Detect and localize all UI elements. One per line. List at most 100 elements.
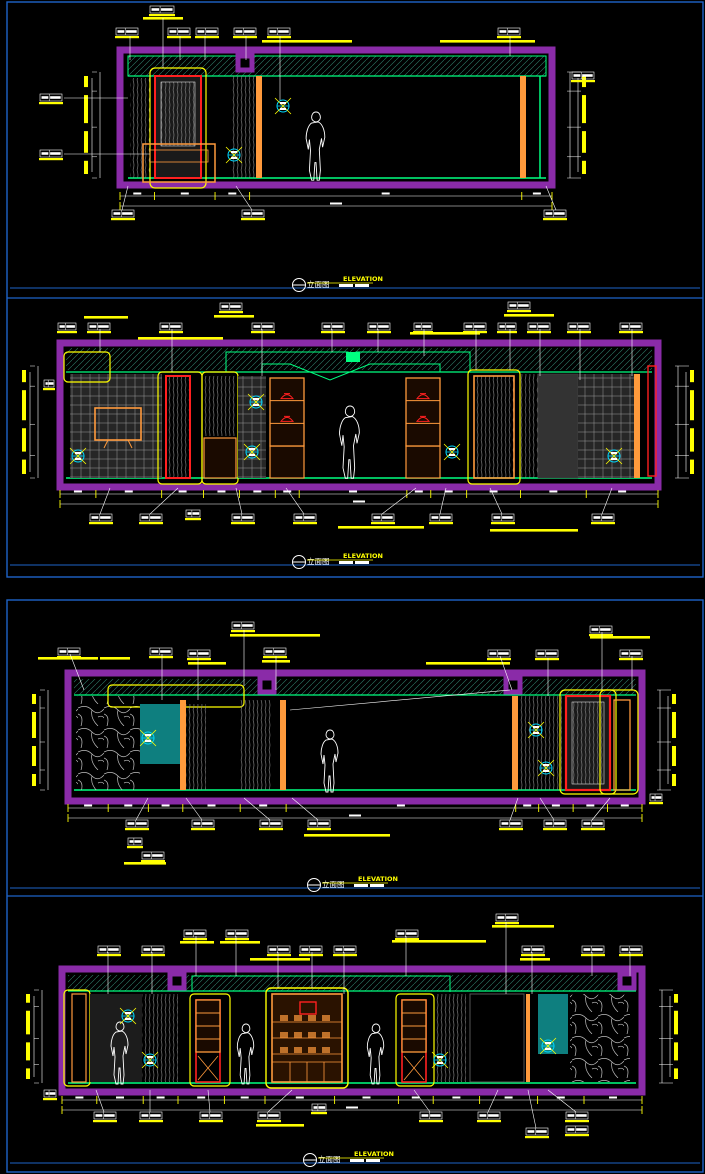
material-tag-box xyxy=(567,322,591,331)
material-tag xyxy=(565,1125,589,1137)
stone-panel xyxy=(537,373,579,479)
material-tag-underline xyxy=(419,1120,443,1123)
callout-sheet xyxy=(147,1061,153,1064)
material-tag-code xyxy=(129,840,134,843)
scale-figure-outline xyxy=(320,729,339,793)
material-tag-underline xyxy=(195,36,219,39)
material-tag-box xyxy=(231,513,255,522)
material-tag-num xyxy=(134,840,142,843)
material-tag-code xyxy=(143,948,151,951)
material-tag xyxy=(571,71,595,83)
annotation-text-bar xyxy=(188,662,226,665)
material-tag-underline xyxy=(111,218,135,221)
material-tag-code xyxy=(141,516,149,519)
material-tag-box xyxy=(307,819,331,828)
console-drawer xyxy=(149,149,209,163)
annotation-text-bar xyxy=(410,332,480,335)
detail-boundary xyxy=(395,993,435,1087)
detail-boundary xyxy=(265,987,349,1089)
material-tag-code xyxy=(253,325,261,328)
callout-sheet xyxy=(125,1017,131,1020)
material-tag-code xyxy=(269,30,277,33)
material-tag-box xyxy=(571,71,595,80)
scale-bar-b xyxy=(366,1159,380,1162)
dim-value xyxy=(84,76,88,88)
material-tag xyxy=(183,929,207,941)
material-tag-box xyxy=(497,27,521,36)
callout-sheet xyxy=(231,156,237,159)
material-tag-num xyxy=(198,652,209,655)
scale-bar-a xyxy=(339,284,353,287)
material-tag-box xyxy=(39,149,63,158)
dim-value xyxy=(551,804,560,807)
wood-panel xyxy=(520,374,538,478)
callout-id xyxy=(437,1056,443,1059)
shelf-ornament xyxy=(415,415,431,422)
callout-arrows xyxy=(431,1051,449,1069)
dim-value xyxy=(672,746,676,766)
material-tag-code xyxy=(493,516,501,519)
section-callout xyxy=(431,1051,449,1069)
dim-value xyxy=(672,712,676,738)
dim-value xyxy=(620,804,629,807)
scale-figure xyxy=(305,111,326,181)
display-shelf xyxy=(405,377,441,447)
material-tag-num xyxy=(152,854,163,857)
material-tag xyxy=(497,27,521,39)
material-tag-box xyxy=(57,322,77,331)
material-tag-num xyxy=(252,212,263,215)
leader-line xyxy=(489,487,503,515)
material-tag xyxy=(159,322,183,334)
material-tag-underline xyxy=(251,331,275,334)
dim-value xyxy=(549,490,558,493)
dim-value xyxy=(414,490,423,493)
material-tag-underline xyxy=(649,802,663,805)
leader-line xyxy=(235,487,243,515)
material-tag-underline xyxy=(293,522,317,525)
view-title-en: ELEVATION xyxy=(354,1150,394,1158)
dim-value xyxy=(259,804,268,807)
dim-value xyxy=(156,1096,165,1099)
material-tag-num xyxy=(192,512,200,515)
material-tag-code xyxy=(465,325,473,328)
material-tag xyxy=(167,27,191,39)
material-tag xyxy=(589,625,613,637)
material-tag xyxy=(149,5,175,17)
material-tag-num xyxy=(242,624,253,627)
material-tag-code xyxy=(185,932,193,935)
dim-value xyxy=(32,774,36,786)
view-title-cn: 立面图 xyxy=(307,279,330,289)
material-tag-code xyxy=(117,30,125,33)
material-tag xyxy=(477,1111,501,1123)
material-tag-box xyxy=(263,647,287,656)
material-tag xyxy=(497,322,517,334)
glass-partition xyxy=(469,993,525,1083)
material-tag-box xyxy=(111,209,135,218)
ceiling-hatch xyxy=(68,975,636,991)
callout-id xyxy=(231,151,237,154)
material-tag-num xyxy=(422,325,431,328)
material-tag-num xyxy=(152,948,163,951)
material-tag-num xyxy=(126,30,137,33)
callout-id xyxy=(125,1012,131,1015)
scale-figure xyxy=(320,729,339,793)
dim-value xyxy=(84,95,88,124)
material-tag-code xyxy=(569,325,577,328)
callout-sheet xyxy=(449,453,455,456)
material-tag-num xyxy=(440,516,451,519)
material-tag xyxy=(619,945,643,957)
material-tag xyxy=(591,513,615,525)
tile-wall-right xyxy=(578,374,636,478)
material-tag-num xyxy=(488,1114,499,1117)
detail-boundary xyxy=(149,67,207,189)
callout-id xyxy=(543,764,549,767)
callout-sheet xyxy=(611,457,617,460)
dim-value xyxy=(217,490,226,493)
horizontal-dimensions xyxy=(119,192,553,210)
dim-value xyxy=(84,131,88,153)
cabinet-item xyxy=(280,1047,288,1053)
material-tag-num xyxy=(506,916,517,919)
material-tag-box xyxy=(581,819,605,828)
annotation-text-bar xyxy=(426,662,510,665)
